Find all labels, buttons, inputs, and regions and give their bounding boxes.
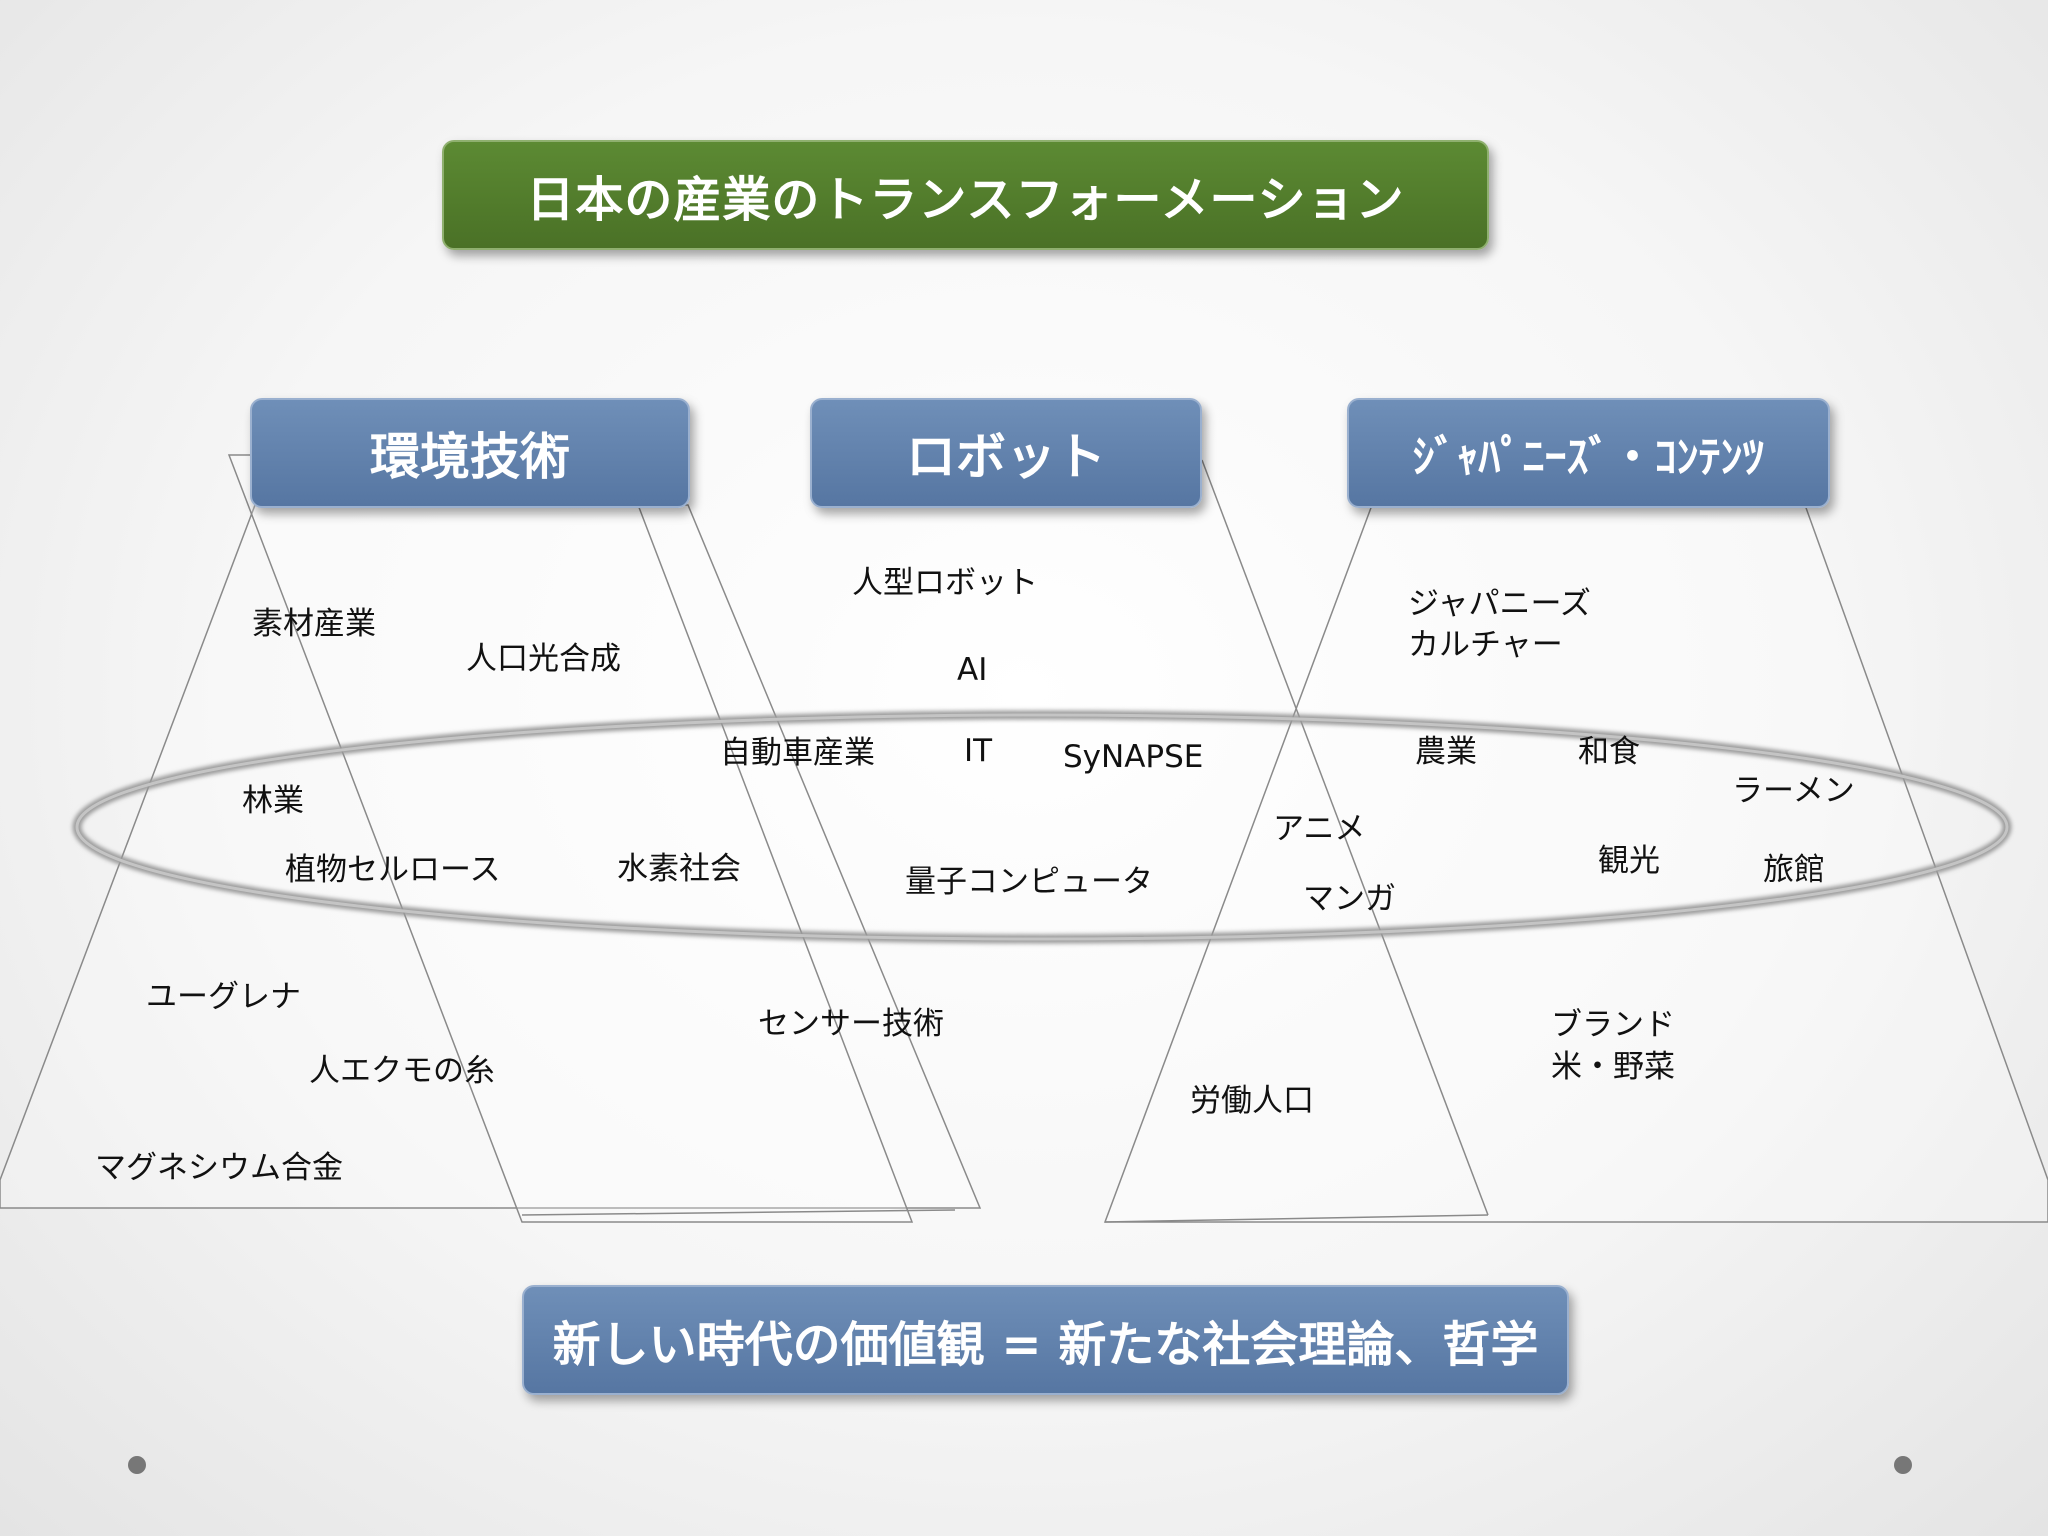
label-japanese-culture-2: カルチャー [1408,627,1563,663]
header-robot: ロボット [810,398,1202,508]
title-text: 日本の産業のトランスフォーメーション [526,172,1405,228]
header-environment-label: 環境技術 [370,428,570,486]
label-brand-1: ブランド [1551,1007,1675,1043]
label-nougyou: 農業 [1415,734,1477,770]
label-jinkou-kougousei: 人口光合成 [466,641,621,677]
label-humanoid: 人型ロボット [852,565,1038,601]
label-euglena: ユーグレナ [146,979,301,1015]
right-dot [1894,1456,1912,1474]
label-ramen: ラーメン [1732,773,1855,809]
label-sozai: 素材産業 [252,606,376,642]
footer-text: 新しい時代の価値観 = 新たな社会理論、哲学 [552,1317,1539,1373]
label-jidousha: 自動車産業 [720,735,875,771]
label-sensor: センサー技術 [758,1006,944,1042]
header-robot-label: ロボット [906,428,1106,486]
label-manga: マンガ [1303,881,1396,917]
header-environment: 環境技術 [250,398,690,508]
header-japanese-contents: ｼﾞｬﾊﾟﾆｰｽﾞ・ｺﾝﾃﾝﾂ [1347,398,1830,508]
label-roudou: 労働人口 [1190,1083,1314,1119]
label-anime: アニメ [1273,811,1366,847]
left-dot [128,1456,146,1474]
label-washoku: 和食 [1578,734,1640,770]
label-kankou: 観光 [1598,843,1660,879]
header-japanese-contents-label: ｼﾞｬﾊﾟﾆｰｽﾞ・ｺﾝﾃﾝﾂ [1412,432,1765,483]
footer-banner: 新しい時代の価値観 = 新たな社会理論、哲学 [522,1285,1569,1395]
label-suiso: 水素社会 [617,851,741,887]
cone-inner-edge [1201,459,1489,1216]
label-japanese-culture-1: ジャパニーズ [1408,586,1591,622]
label-shokubutsu: 植物セルロース [285,852,501,888]
label-kumo-ito: 人エクモの糸 [309,1053,495,1089]
label-ryokan: 旅館 [1763,852,1825,888]
label-brand-2: 米・野菜 [1551,1049,1675,1085]
label-ryoushi: 量子コンピュータ [905,864,1153,900]
label-magnesium: マグネシウム合金 [95,1150,343,1186]
cone-inner-base [1104,1214,1489,1223]
label-ai: AI [957,652,988,688]
label-ringyou: 林業 [242,783,304,819]
label-it: IT [964,733,993,769]
label-synapse: SyNAPSE [1063,739,1204,775]
title-banner: 日本の産業のトランスフォーメーション [442,140,1489,250]
cone-mid-base [521,1209,956,1216]
